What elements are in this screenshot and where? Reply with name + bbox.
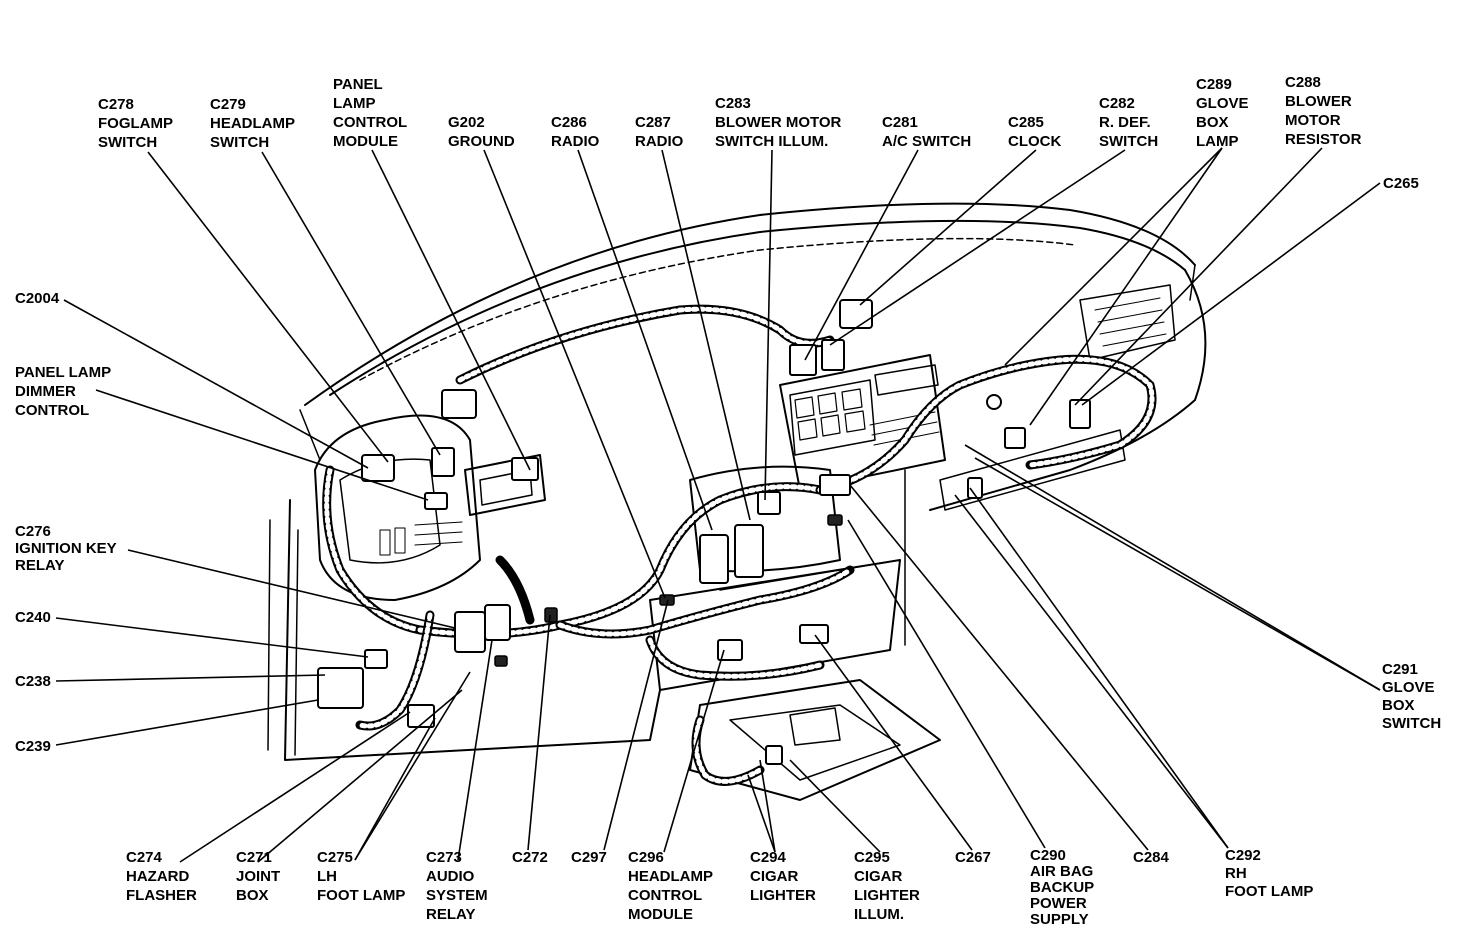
dashboard-illustration: [267, 202, 1207, 801]
label-c240: C240: [15, 609, 51, 626]
connectors: [317, 299, 1091, 765]
label-c239: C239: [15, 738, 51, 755]
label-c282: C282 R. DEF. SWITCH: [1099, 95, 1158, 150]
label-c271: C271 JOINT BOX: [236, 849, 284, 904]
label-c275: C275 LH FOOT LAMP: [317, 849, 405, 904]
label-c291: C291 GLOVE BOX SWITCH: [1382, 661, 1441, 732]
label-c294: C294 CIGAR LIGHTER: [750, 849, 816, 904]
label-c290: C290 AIR BAG BACKUP POWER SUPPLY: [1030, 847, 1098, 928]
label-c284: C284: [1133, 849, 1170, 866]
label-panel-lamp-control-module: PANEL LAMP CONTROL MODULE: [333, 76, 411, 150]
label-c286: C286 RADIO: [551, 114, 600, 150]
label-c295: C295 CIGAR LIGHTER ILLUM.: [854, 849, 924, 923]
label-c292: C292 RH FOOT LAMP: [1225, 847, 1313, 900]
label-c283: C283 BLOWER MOTOR SWITCH ILLUM.: [715, 95, 846, 150]
label-c297: C297: [571, 849, 607, 866]
label-c289: C289 GLOVE BOX LAMP: [1196, 76, 1253, 150]
label-c285: C285 CLOCK: [1008, 114, 1061, 150]
label-c278: C278 FOGLAMP SWITCH: [98, 96, 177, 151]
label-c296: C296 HEADLAMP CONTROL MODULE: [628, 849, 717, 923]
wiring-harness: [322, 304, 1157, 786]
label-c279: C279 HEADLAMP SWITCH: [210, 96, 299, 151]
leader-lines: [55, 147, 1381, 863]
label-c265: C265: [1383, 175, 1419, 192]
component-labels: C278 FOGLAMP SWITCH C279 HEADLAMP SWITCH…: [15, 74, 1441, 928]
label-c2004: C2004: [15, 290, 60, 307]
label-c273: C273 AUDIO SYSTEM RELAY: [426, 849, 492, 923]
label-c272: C272: [512, 849, 548, 866]
label-c274: C274 HAZARD FLASHER: [126, 849, 197, 904]
label-c281: C281 A/C SWITCH: [882, 114, 971, 150]
label-c287: C287 RADIO: [635, 114, 684, 150]
label-c267: C267: [955, 849, 991, 866]
label-c238: C238: [15, 673, 51, 690]
label-c288: C288 BLOWER MOTOR RESISTOR: [1285, 74, 1362, 148]
label-g202: G202 GROUND: [448, 114, 515, 150]
label-panel-lamp-dimmer-control: PANEL LAMP DIMMER CONTROL: [15, 364, 115, 419]
label-c276: C276 IGNITION KEY RELAY: [15, 523, 121, 574]
